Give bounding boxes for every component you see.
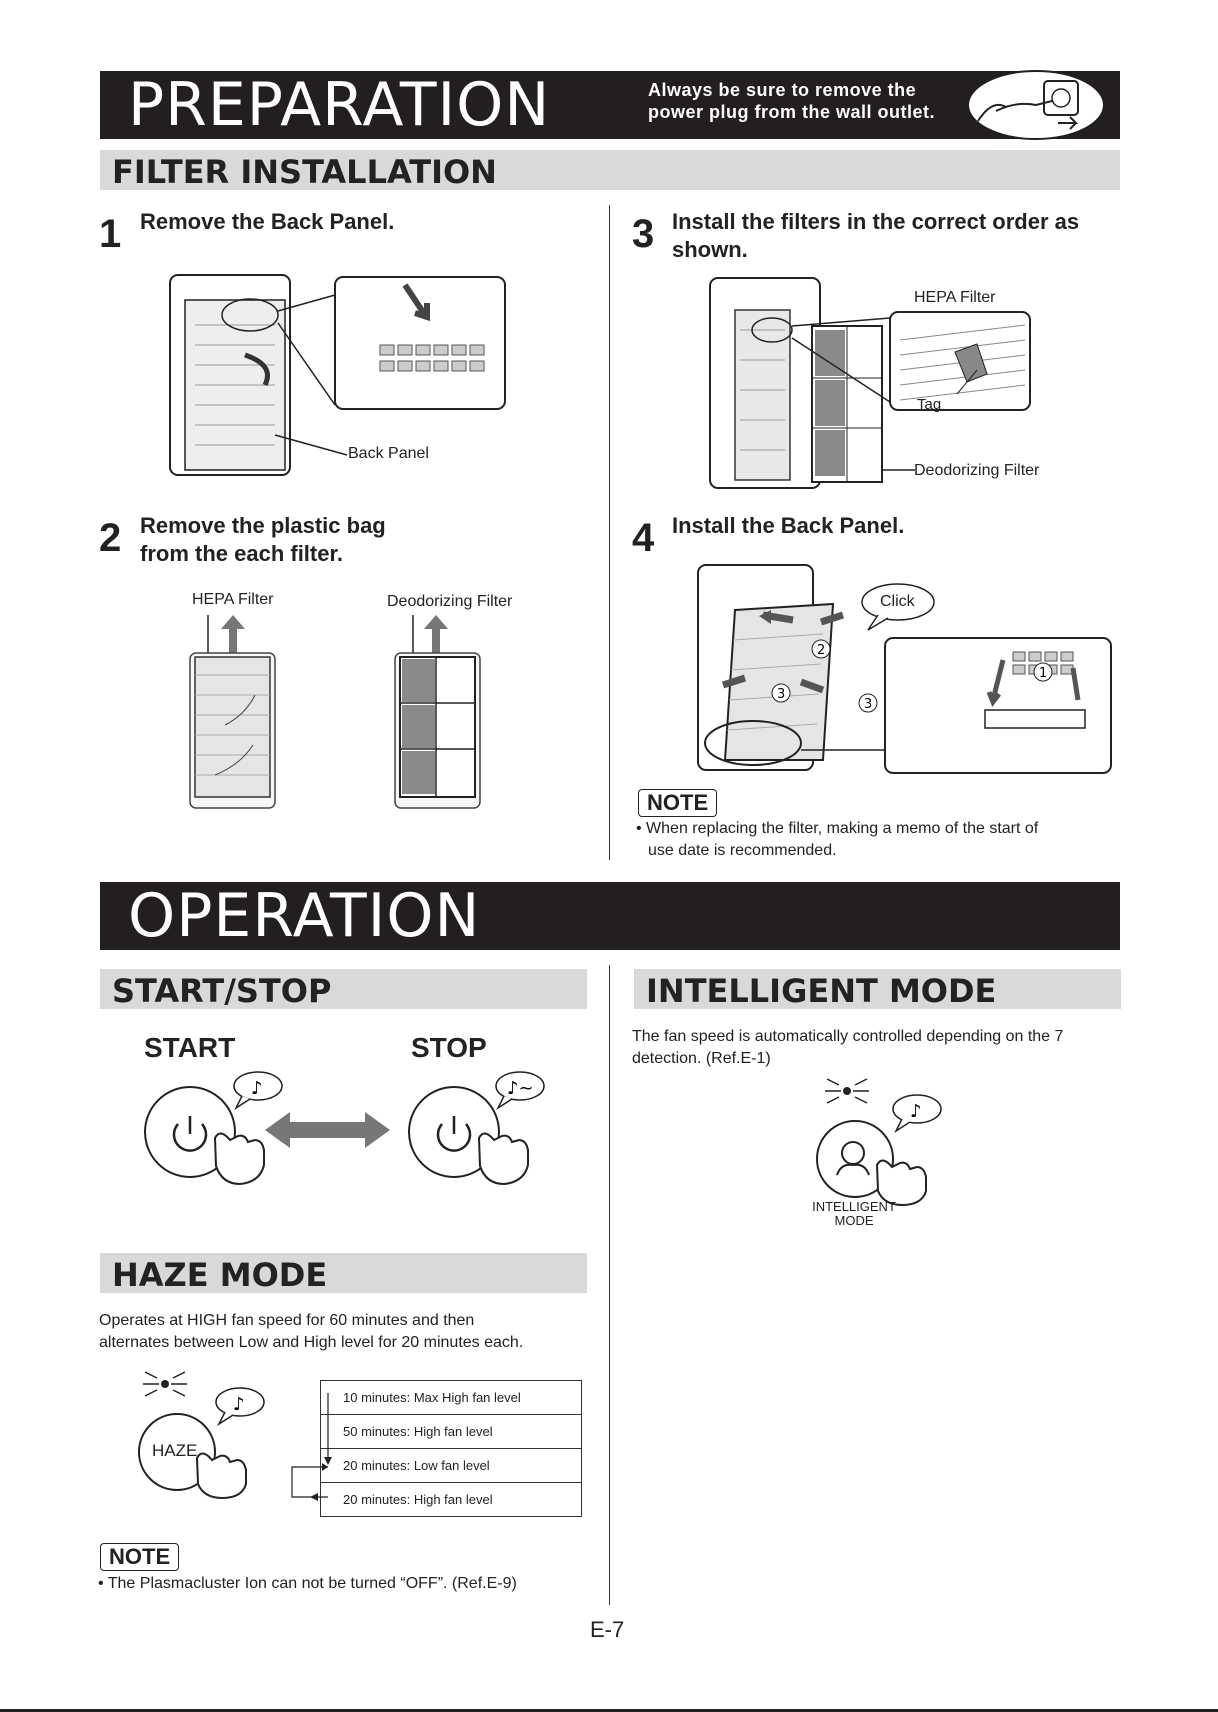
hepa-filter-bag-illustration bbox=[189, 615, 276, 809]
hepa-filter-label: HEPA Filter bbox=[192, 591, 274, 608]
step-3-text: Install the filters in the correct order… bbox=[672, 209, 1080, 262]
svg-text:3: 3 bbox=[864, 697, 872, 712]
stop-label: STOP bbox=[411, 1032, 487, 1063]
hepa-filter-label-step3: HEPA Filter bbox=[914, 289, 996, 306]
haze-note-title: NOTE bbox=[100, 1543, 180, 1571]
intelligent-mode-title: INTELLIGENT MODE bbox=[646, 972, 997, 1010]
column-divider-bottom bbox=[609, 965, 610, 1605]
filter-installation-header: FILTER INSTALLATION bbox=[100, 150, 1120, 191]
svg-text:♪: ♪ bbox=[910, 1101, 922, 1122]
wall-outlet-icon bbox=[967, 70, 1105, 140]
haze-mode-title: HAZE MODE bbox=[112, 1256, 328, 1294]
step-2-number: 2 bbox=[99, 516, 122, 560]
table-row: 20 minutes: High fan level bbox=[320, 1482, 582, 1517]
click-label: Click bbox=[880, 593, 915, 610]
schedule-flow-arrows bbox=[291, 1393, 332, 1501]
haze-mode-header: HAZE MODE bbox=[100, 1253, 587, 1294]
table-row: 50 minutes: High fan level bbox=[320, 1414, 582, 1449]
filter-installation-title: FILTER INSTALLATION bbox=[112, 153, 497, 191]
haze-button-label: HAZE bbox=[152, 1441, 198, 1460]
svg-text:3: 3 bbox=[777, 687, 785, 702]
filter-note-title: NOTE bbox=[638, 789, 718, 817]
svg-text:♪: ♪ bbox=[251, 1078, 263, 1099]
haze-button-illustration: ♪ bbox=[138, 1371, 265, 1500]
table-row: 20 minutes: Low fan level bbox=[320, 1448, 582, 1483]
remove-back-panel-illustration bbox=[169, 274, 506, 476]
intelligent-mode-button-illustration: ♪ bbox=[816, 1078, 942, 1207]
preparation-title: PREPARATION bbox=[128, 70, 551, 140]
svg-text:♪: ♪ bbox=[233, 1394, 245, 1415]
intelligent-mode-header: INTELLIGENT MODE bbox=[634, 969, 1121, 1010]
power-plug-warning: Always be sure to remove the power plug … bbox=[648, 80, 936, 122]
step-3-number: 3 bbox=[632, 212, 655, 256]
install-filters-illustration bbox=[709, 277, 1031, 489]
svg-text:1: 1 bbox=[1039, 666, 1047, 681]
column-divider-top bbox=[609, 205, 610, 860]
table-row: 10 minutes: Max High fan level bbox=[320, 1380, 582, 1415]
intelligent-mode-description: The fan speed is automatically controlle… bbox=[632, 1028, 1064, 1067]
start-stop-illustration: ♪ ♪~ bbox=[144, 1071, 545, 1186]
svg-text:2: 2 bbox=[817, 643, 825, 658]
stop-power-button: ♪~ bbox=[408, 1071, 545, 1186]
svg-text:♪~: ♪~ bbox=[507, 1078, 534, 1099]
haze-schedule-table: 10 minutes: Max High fan level 50 minute… bbox=[320, 1380, 582, 1517]
deodorizing-filter-label: Deodorizing Filter bbox=[387, 593, 513, 610]
operation-title: OPERATION bbox=[128, 881, 481, 951]
step-1-text: Remove the Back Panel. bbox=[140, 209, 395, 234]
person-icon bbox=[836, 1141, 870, 1176]
step-2-text: Remove the plastic bag from the each fil… bbox=[140, 513, 386, 566]
haze-mode-description: Operates at HIGH fan speed for 60 minute… bbox=[99, 1312, 524, 1351]
step-4-text: Install the Back Panel. bbox=[672, 513, 905, 538]
start-label: START bbox=[144, 1032, 236, 1063]
intelligent-mode-button-label: INTELLIGENT MODE bbox=[812, 1199, 896, 1228]
preparation-banner: PREPARATION Always be sure to remove the… bbox=[100, 70, 1120, 140]
operation-banner: OPERATION bbox=[100, 882, 1120, 950]
bottom-rule bbox=[0, 1709, 1218, 1712]
back-panel-label: Back Panel bbox=[348, 445, 429, 462]
start-power-button: ♪ bbox=[144, 1071, 283, 1186]
deodorizing-filter-bag-illustration bbox=[394, 615, 481, 809]
filter-note-text: • When replacing the filter, making a me… bbox=[636, 820, 1039, 859]
start-stop-header: START/STOP bbox=[100, 969, 587, 1010]
step-1-number: 1 bbox=[99, 212, 122, 256]
install-back-panel-illustration: 2 3 3 1 bbox=[697, 564, 1112, 774]
page-number: E-7 bbox=[590, 1617, 625, 1642]
tag-label: Tag bbox=[917, 396, 942, 413]
step-4-number: 4 bbox=[632, 516, 655, 560]
deodorizing-filter-label-step3: Deodorizing Filter bbox=[914, 462, 1040, 479]
start-stop-title: START/STOP bbox=[112, 972, 332, 1010]
haze-note-text: • The Plasmacluster Ion can not be turne… bbox=[98, 1575, 517, 1592]
